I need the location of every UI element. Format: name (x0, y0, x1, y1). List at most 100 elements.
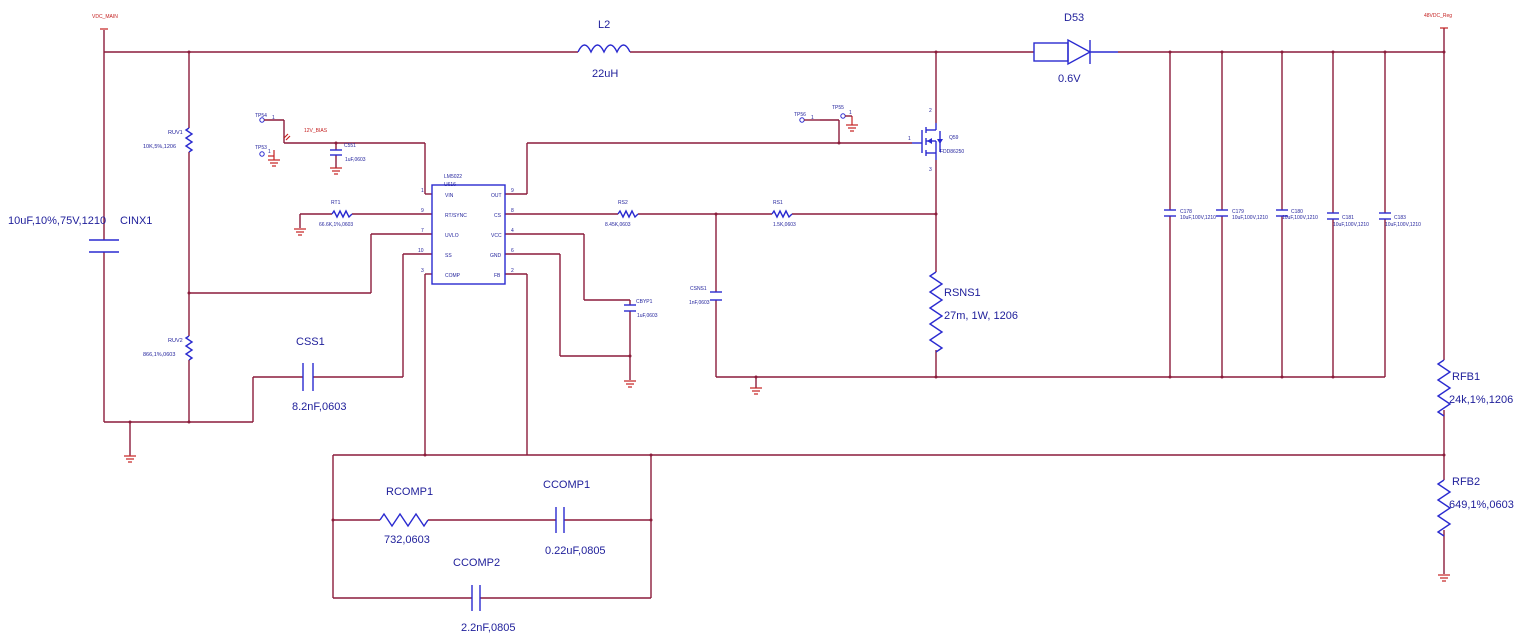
ic-pin-name: OUT (491, 193, 502, 199)
bias-label: 12V_BIAS (304, 128, 328, 134)
ic-pin-name: CS (494, 213, 502, 219)
vout-label: 48VDC_Reg (1424, 13, 1452, 19)
resistor-rs1: RS1 1.5K,0603 (771, 200, 796, 228)
ic-pin-num: 1 (421, 188, 424, 194)
junction-dots (128, 50, 1446, 522)
ic-pin-name: COMP (445, 273, 461, 279)
rcomp1-ref: RCOMP1 (386, 486, 433, 498)
ic-pin-num: 8 (511, 208, 514, 214)
c183-ref: C183 (1394, 215, 1406, 221)
rfb2-value: 649,1%,0603 (1449, 499, 1514, 511)
tp53-ref: TP53 (255, 145, 267, 151)
tp55-pin: 1 (849, 110, 852, 116)
ic-pin-num: 9 (511, 188, 514, 194)
q59-ref: Q59 (949, 135, 959, 141)
ground-symbols (124, 116, 1450, 582)
ic-pin-num: 4 (511, 228, 514, 234)
vdc-main-label: VDC_MAIN (92, 14, 118, 20)
resistor-rsns1: RSNS1 27m, 1W, 1206 (928, 271, 1018, 353)
rcomp1-value: 732,0603 (384, 534, 430, 546)
c180-ref: C180 (1291, 209, 1303, 215)
capacitor-cinx1: 10uF,10%,75V,1210 CINX1 (8, 215, 152, 253)
rs1-ref: RS1 (773, 200, 783, 206)
ground-icon (268, 159, 280, 167)
vdc-main-port: VDC_MAIN (92, 14, 118, 30)
resistor-rfb1: RFB1 24k,1%,1206 (1436, 359, 1513, 417)
c181-value: 10uF,100V,1210 (1333, 222, 1369, 228)
ground-icon (1438, 574, 1450, 582)
ccomp1-ref: CCOMP1 (543, 479, 590, 491)
capacitor-c181: C181 10uF,100V,1210 (1327, 212, 1369, 228)
mosfet-q59: Q59 FDD86250 1 2 3 (908, 108, 964, 173)
css1-ref: CSS1 (296, 336, 325, 348)
d53-ref: D53 (1064, 12, 1084, 24)
bias-port: 12V_BIAS (283, 128, 328, 141)
tp56-ref: TP56 (794, 112, 806, 118)
ic-pin-name: VIN (445, 193, 454, 199)
ic-pin-name: FB (494, 273, 501, 279)
l2-ref: L2 (598, 19, 610, 31)
capacitor-c183: C183 10uF,100V,1210 (1379, 212, 1421, 228)
d53-value: 0.6V (1058, 73, 1081, 85)
ccomp1-value: 0.22uF,0805 (545, 545, 606, 557)
ruv1-value: 10K,5%,1206 (143, 144, 176, 150)
ic-pin-num: 10 (418, 248, 424, 254)
ccomp2-ref: CCOMP2 (453, 557, 500, 569)
rsns1-value: 27m, 1W, 1206 (944, 310, 1018, 322)
c180-value: 10uF,100V,1210 (1282, 215, 1318, 221)
test-point-tp54: TP54 1 (255, 113, 285, 143)
q59-pin-source: 3 (929, 167, 932, 173)
ground-icon (750, 387, 762, 395)
capacitor-c179: C179 10uF,100V,1210 (1216, 209, 1268, 221)
resistor-rt1: RT1 66.6K,1%,0603 (319, 200, 353, 228)
ic-pin-num: 9 (421, 208, 424, 214)
tp54-pin: 1 (272, 115, 275, 121)
c181-ref: C181 (1342, 215, 1354, 221)
ic-pin-name: UVLO (445, 233, 459, 239)
test-point-tp56: TP56 1 (794, 112, 820, 123)
tp55-ref: TP55 (832, 105, 844, 111)
vout-port: 48VDC_Reg (1424, 13, 1452, 29)
rfb1-ref: RFB1 (1452, 371, 1480, 383)
c183-value: 10uF,100V,1210 (1385, 222, 1421, 228)
ground-icon (624, 380, 636, 388)
tp53-pin: 1 (268, 149, 271, 155)
wires (103, 28, 1445, 599)
ic-pin-num: 7 (421, 228, 424, 234)
capacitor-c180: C180 10uF,100V,1210 (1276, 209, 1318, 221)
c551-ref: C551 (344, 143, 356, 149)
cbyp1-value: 1uF,0603 (637, 313, 658, 319)
ic-part: LM5022 (444, 174, 462, 180)
c179-ref: C179 (1232, 209, 1244, 215)
test-point-tp55: TP55 1 (832, 105, 852, 119)
ic-pin-num: 6 (511, 248, 514, 254)
ic-pin-name: VCC (491, 233, 502, 239)
csns1-value: 1nF,0603 (689, 300, 710, 306)
rsns1-ref: RSNS1 (944, 287, 981, 299)
rt1-value: 66.6K,1%,0603 (319, 222, 353, 228)
capacitor-csns1: CSNS1 1nF,0603 (689, 286, 722, 306)
c551-value: 1uF,0603 (345, 157, 366, 163)
q59-value: FDD86250 (940, 149, 964, 155)
resistor-rcomp1: RCOMP1 732,0603 (379, 486, 433, 546)
capacitor-css1: CSS1 8.2nF,0603 (292, 336, 346, 413)
diode-d53: D53 0.6V (1033, 12, 1118, 85)
ic-ref: U616 (444, 182, 456, 188)
cbyp1-ref: CBYP1 (636, 299, 653, 305)
ic-pin-name: RT/SYNC (445, 213, 467, 219)
tp54-ref: TP54 (255, 113, 267, 119)
q59-pin-drain: 2 (929, 108, 932, 114)
ic-pin-num: 3 (421, 268, 424, 274)
inductor-l2: L2 22uH (577, 19, 631, 80)
ruv2-value: 866,1%,0603 (143, 352, 175, 358)
resistor-rfb2: RFB2 649,1%,0603 (1436, 476, 1514, 537)
c178-value: 10uF,100V,1210 (1180, 215, 1216, 221)
capacitor-c178: C178 10uF,100V,1210 (1164, 209, 1216, 221)
ground-icon (294, 228, 306, 236)
ic-pin-num: 2 (511, 268, 514, 274)
csns1-ref: CSNS1 (690, 286, 707, 292)
ic-pin-name: SS (445, 253, 452, 259)
resistor-ruv2: RUV2 866,1%,0603 (143, 335, 194, 361)
cinx1-ref: CINX1 (120, 215, 152, 227)
